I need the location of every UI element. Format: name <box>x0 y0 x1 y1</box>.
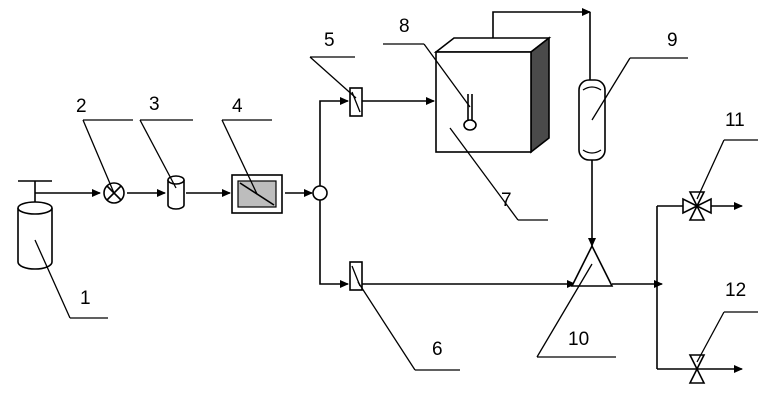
label-5: 5 <box>324 30 335 51</box>
gas-cylinder <box>17 180 53 270</box>
label-6: 6 <box>432 339 443 360</box>
pipe-splitter-upper <box>319 97 349 186</box>
sensor-probe <box>463 94 477 131</box>
label-8: 8 <box>399 16 410 37</box>
test-chamber <box>433 36 552 154</box>
leader-lines <box>34 43 758 371</box>
label-1: 1 <box>80 288 91 309</box>
chamber-front <box>435 51 532 153</box>
label-11: 11 <box>725 110 745 131</box>
pipe-splitter-lower <box>319 200 349 288</box>
label-4: 4 <box>232 96 243 117</box>
label-10: 10 <box>568 329 589 350</box>
chamber-side <box>530 36 550 154</box>
component-labels: 1 2 3 4 5 6 7 8 9 10 11 12 <box>76 16 746 360</box>
valve-upper <box>682 191 712 221</box>
label-9: 9 <box>667 30 678 51</box>
label-2: 2 <box>76 96 87 117</box>
label-3: 3 <box>149 94 160 115</box>
flow-meter-upper <box>349 87 363 117</box>
flow-lines <box>35 8 743 373</box>
filter-canister <box>167 175 185 210</box>
label-12: 12 <box>725 280 746 301</box>
splitter-node <box>312 185 328 201</box>
chamber-top <box>433 37 552 53</box>
mixer-triangle <box>570 244 614 287</box>
label-7: 7 <box>501 190 512 211</box>
